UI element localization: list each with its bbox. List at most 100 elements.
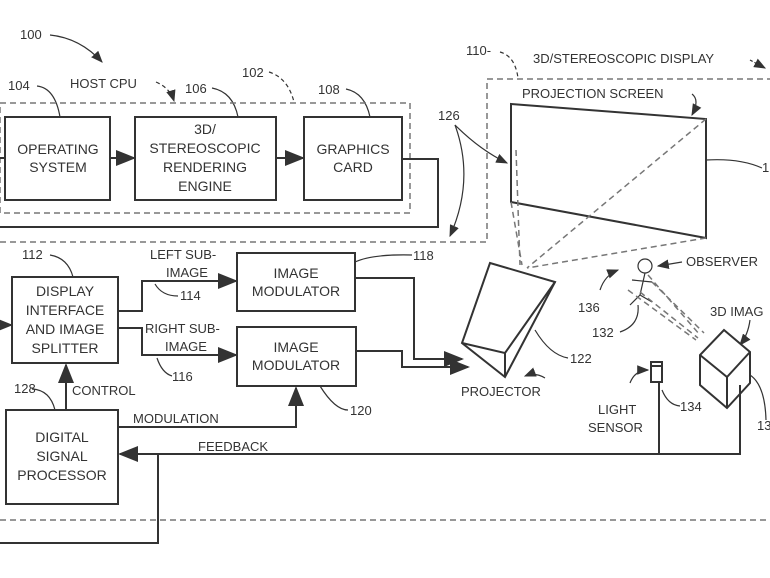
ref-screen: 1 [762,160,769,175]
ref-126: 126 [438,108,460,123]
leader-134 [661,389,681,407]
display-enclosure [0,78,770,243]
ref-112: 112 [22,247,43,262]
ref-132: 132 [592,325,614,340]
leader-projection-screen [691,93,702,117]
rendering-engine-box: 3D/ STEREOSCOPIC RENDERING ENGINE [134,116,277,201]
leader-120 [319,385,349,411]
image-modulator-2: IMAGE MODULATOR [236,326,357,387]
leader-114 [154,283,179,297]
svg-text:3D/: 3D/ [194,121,216,137]
modulation-label: MODULATION [133,411,219,426]
leader-106 [211,87,239,118]
svg-text:SYSTEM: SYSTEM [29,159,87,175]
ref-116: 116 [172,369,193,384]
leader-122 [534,329,569,359]
host-cpu-label: HOST CPU [70,76,137,91]
leader-host-cpu [155,81,176,103]
modulation-line [118,386,304,428]
projection-screen [510,102,707,240]
svg-text:OPERATING: OPERATING [17,141,98,157]
left-sub-image-label-2: IMAGE [166,265,208,280]
ref-100: 100 [20,27,42,42]
svg-text:DIGITAL: DIGITAL [35,429,89,445]
ref-136: 136 [578,300,600,315]
right-sub-image-line [118,327,238,363]
observer-label: OBSERVER [686,254,758,269]
svg-text:CARD: CARD [333,159,373,175]
operating-system-box: OPERATING SYSTEM [4,116,111,201]
ref-104: 104 [8,78,30,93]
3d-imager-cube [699,328,751,410]
display-interface-splitter-box: DISPLAY INTERFACE AND IMAGE SPLITTER [11,276,119,364]
ref-134: 134 [680,399,702,414]
svg-text:DISPLAY: DISPLAY [36,283,95,299]
ref-102: 102 [242,65,264,80]
leader-118 [354,254,413,263]
leader-104 [36,85,61,118]
leader-screen [705,159,763,169]
leader-128 [31,388,56,411]
svg-text:IMAGE: IMAGE [273,265,318,281]
control-label: CONTROL [72,383,136,398]
ref-imager: 13 [757,418,770,433]
observer-figure [629,258,653,306]
leader-108 [345,88,371,118]
ref-118: 118 [413,248,434,263]
ref-110: 110- [466,43,491,58]
ref-120: 120 [350,403,372,418]
projection-screen-label: PROJECTION SCREEN [522,86,664,101]
light-sensor [650,361,663,383]
ref-128: 128 [14,381,36,396]
leader-102 [268,71,295,103]
leader-imager-ref [749,374,767,421]
svg-text:STEREOSCOPIC: STEREOSCOPIC [149,140,260,156]
projector-label: PROJECTOR [461,384,541,399]
ref-106: 106 [185,81,207,96]
display-label: 3D/STEREOSCOPIC DISPLAY [533,51,714,66]
leader-light-sensor [629,365,650,384]
svg-text:IMAGE: IMAGE [273,339,318,355]
digital-signal-processor-box: DIGITAL SIGNAL PROCESSOR [5,409,119,505]
svg-text:AND IMAGE: AND IMAGE [26,321,105,337]
leader-100 [49,34,103,63]
graphics-card-box: GRAPHICS CARD [303,116,403,201]
observer-view-rays [627,274,705,341]
mod1-to-projector [355,277,464,367]
mod2-to-projector [356,350,470,375]
svg-text:PROCESSOR: PROCESSOR [17,467,106,483]
right-sub-image-label-2: IMAGE [165,339,207,354]
svg-text:MODULATOR: MODULATOR [252,357,340,373]
svg-text:SIGNAL: SIGNAL [36,448,88,464]
imager-label: 3D IMAG [710,304,763,319]
light-sensor-label-1: LIGHT [598,402,636,417]
feedback-return-line [0,454,159,544]
leader-126-b [449,124,465,238]
svg-text:MODULATOR: MODULATOR [252,283,340,299]
graphics-output-line [0,158,439,228]
leader-observer [656,259,683,269]
image-modulator-1: IMAGE MODULATOR [236,252,356,312]
leader-132 [619,304,639,333]
leader-display [749,58,767,69]
feedback-label: FEEDBACK [198,439,268,454]
light-sensor-label-2: SENSOR [588,420,643,435]
leader-112 [49,254,74,278]
svg-text:RENDERING: RENDERING [163,159,247,175]
feedback-line [118,385,741,462]
right-sub-image-label-1: RIGHT SUB- [145,321,220,336]
ref-108: 108 [318,82,340,97]
left-sub-image-label-1: LEFT SUB- [150,247,216,262]
ref-114: 114 [180,288,201,303]
left-sub-image-line [118,273,238,312]
leader-116 [156,357,173,377]
svg-text:SPLITTER: SPLITTER [32,340,99,356]
svg-text:GRAPHICS: GRAPHICS [316,141,389,157]
leader-136 [599,269,620,291]
projector [460,261,557,379]
ref-122: 122 [570,351,592,366]
leader-projector [523,367,546,379]
leader-imager [739,319,751,346]
svg-text:INTERFACE: INTERFACE [26,302,105,318]
